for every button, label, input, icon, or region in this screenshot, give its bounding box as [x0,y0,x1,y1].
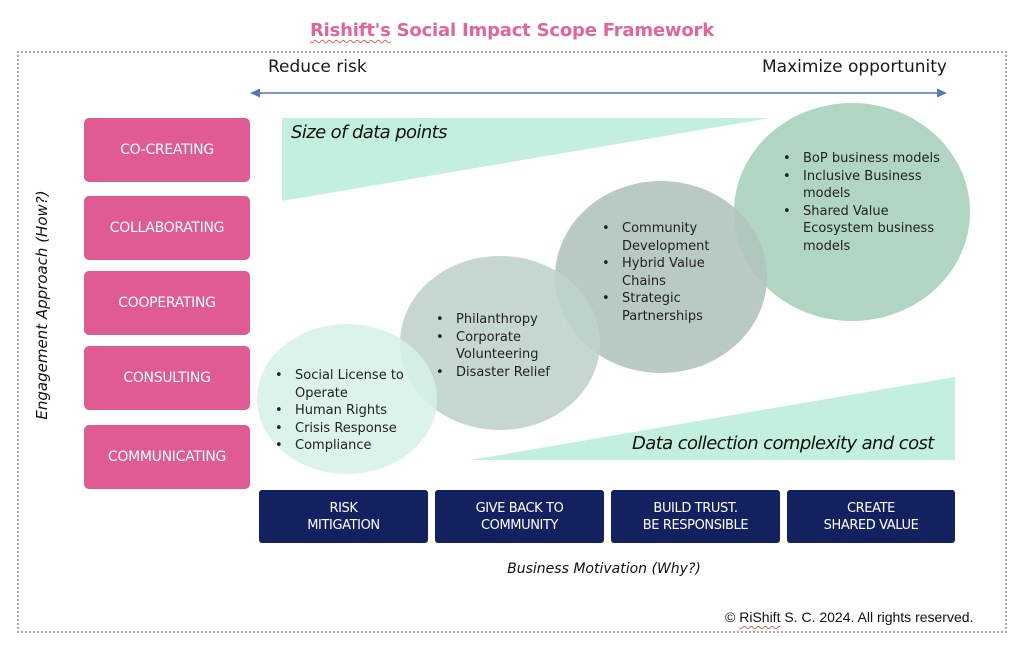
motivation-create-shared-value: CREATE SHARED VALUE [787,490,955,543]
engagement-consulting: CONSULTING [84,346,250,410]
bubble-1-item: Compliance [275,437,425,455]
motivation-give-back: GIVE BACK TO COMMUNITY [435,490,604,543]
copyright-brand: RiShift [739,609,781,625]
bubble-3-list: Community Development Hybrid Value Chain… [602,220,732,325]
engagement-cooperating: COOPERATING [84,271,250,335]
bubble-4-item: BoP business models [783,150,943,168]
maximize-opportunity-label: Maximize opportunity [762,57,947,77]
arrow-head-left [250,88,260,98]
data-size-triangle [282,118,770,201]
copyright-symbol: © [725,609,740,625]
bubble-1-item: Crisis Response [275,420,425,438]
bubble-3-item: Community Development [602,220,732,255]
bubble-1-item: Social License to Operate [275,367,425,402]
engagement-communicating: COMMUNICATING [84,425,250,489]
reduce-risk-label: Reduce risk [268,57,367,77]
data-collection-cost-label: Data collection complexity and cost [632,433,934,454]
motivation-build-trust: BUILD TRUST. BE RESPONSIBLE [611,490,780,543]
copyright-notice: © RiShift S. C. 2024. All rights reserve… [725,609,973,625]
bubble-1-item: Human Rights [275,402,425,420]
data-complexity-triangle [470,377,955,460]
double-arrow-icon [250,88,947,98]
bubble-2-item: Corporate Volunteering [436,329,586,364]
diagram-frame [17,51,1007,633]
bubble-2-item: Disaster Relief [436,364,586,382]
bubble-3-item: Hybrid Value Chains [602,255,732,290]
bubble-4-item: Inclusive Business models [783,168,943,203]
engagement-collaborating: COLLABORATING [84,196,250,260]
motivation-risk-mitigation: RISK MITIGATION [259,490,428,543]
engagement-approach-axis-title: Engagement Approach (How?) [33,190,51,420]
business-motivation-axis-title: Business Motivation (Why?) [507,561,701,577]
bubble-3-item: Strategic Partnerships [602,290,732,325]
bubble-1-list: Social License to Operate Human Rights C… [275,367,425,455]
engagement-co-creating: CO-CREATING [84,118,250,182]
size-of-data-points-label: Size of data points [291,122,448,143]
copyright-text: S. C. 2024. All rights reserved. [780,609,974,625]
arrow-head-right [937,88,947,98]
bubble-4-item: Shared Value Ecosystem business models [783,203,943,256]
bubble-2-list: Philanthropy Corporate Volunteering Disa… [436,311,586,381]
bubble-2-item: Philanthropy [436,311,586,329]
bubble-4-list: BoP business models Inclusive Business m… [783,150,943,255]
title-brand: Rishift's [310,20,391,41]
page-title: Rishift's Social Impact Scope Framework [0,20,1024,41]
title-text: Social Impact Scope Framework [390,20,715,41]
